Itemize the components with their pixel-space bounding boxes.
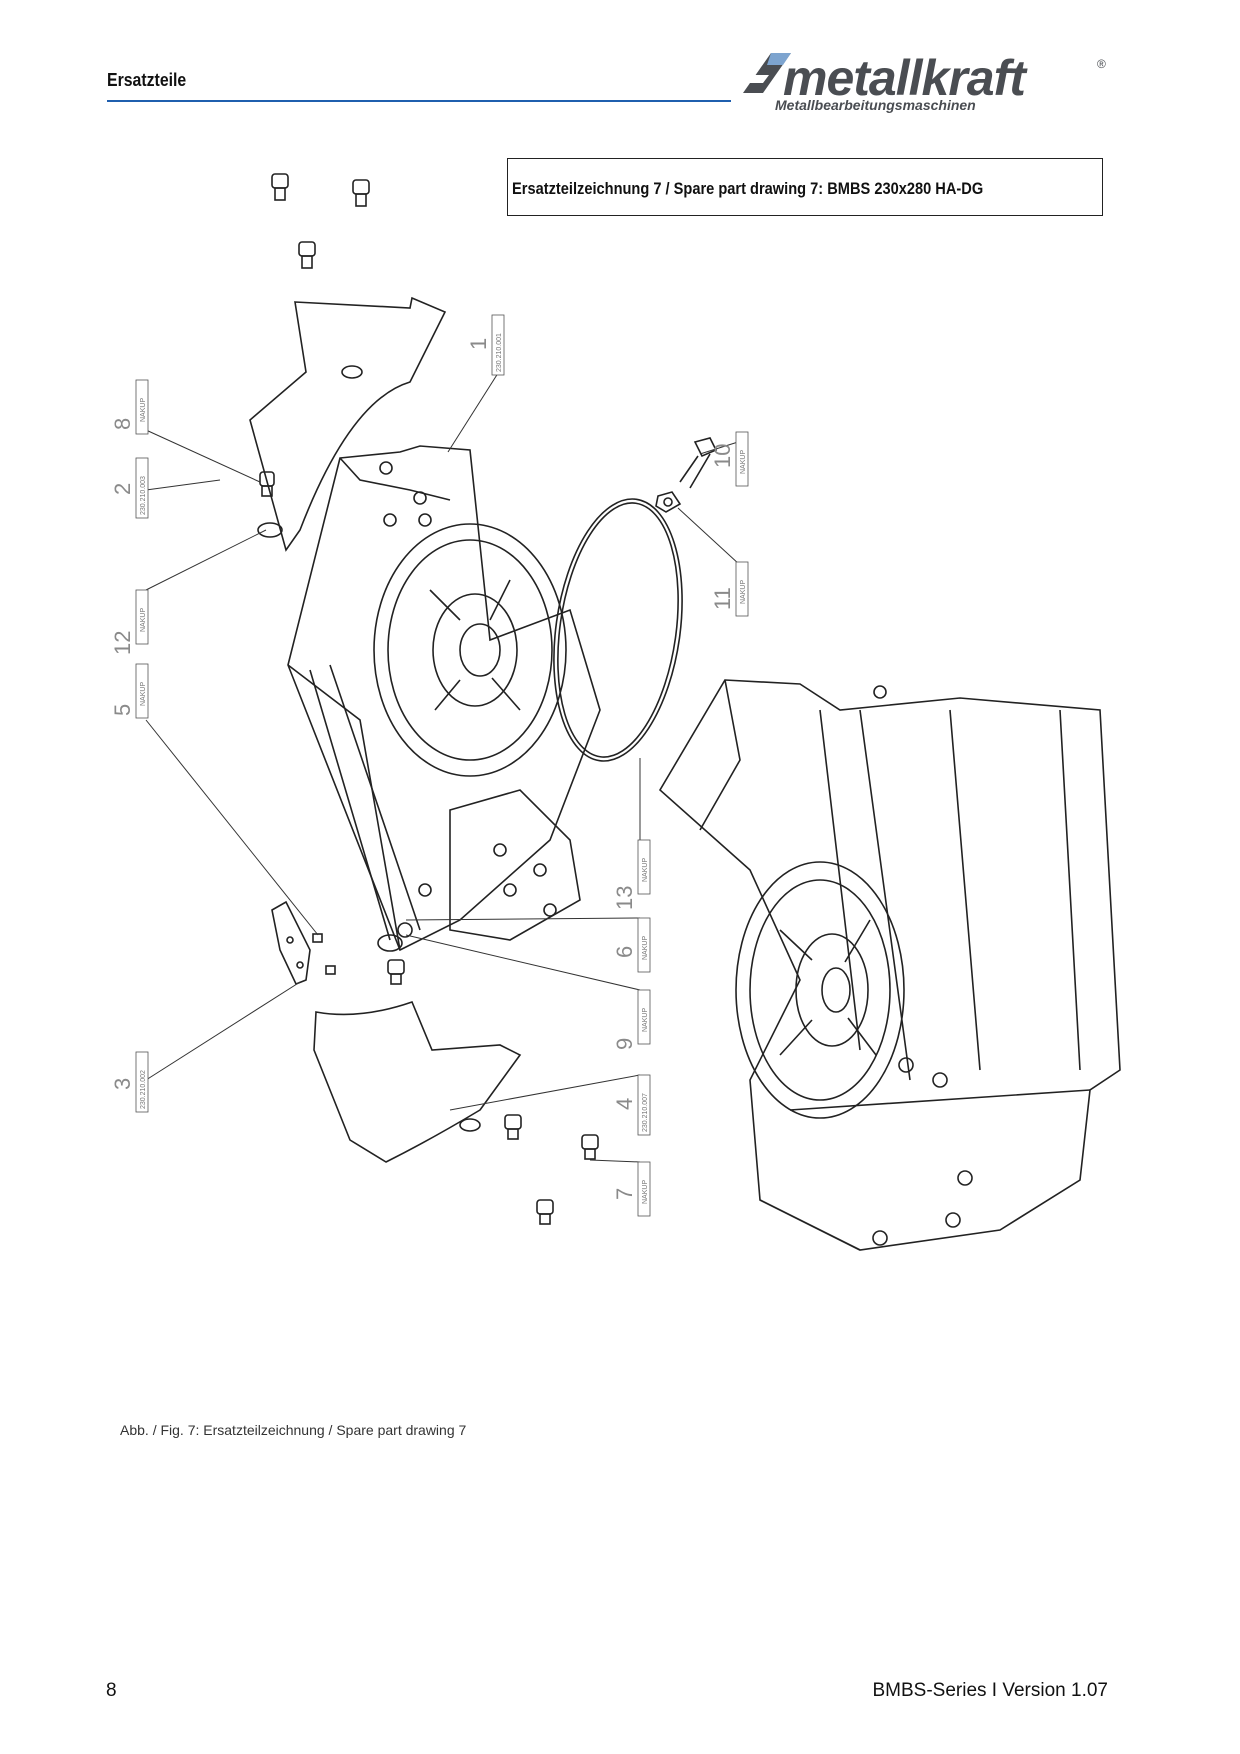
hex-bolt-icon	[679, 437, 718, 489]
callout-number: 1	[466, 338, 491, 350]
hex-nut-icon	[655, 491, 682, 513]
callout-code: NAKUP	[140, 608, 147, 632]
callout-1: 1 230.210.001	[466, 314, 505, 376]
callout-number: 2	[110, 483, 135, 495]
callout-code: NAKUP	[642, 1180, 649, 1204]
bolt-icon	[352, 179, 370, 207]
bracket-plate	[271, 900, 311, 986]
page-number: 8	[106, 1680, 117, 1701]
callout-4: 4 230.210.007	[612, 1074, 651, 1136]
callout-code: NAKUP	[740, 580, 747, 604]
logo-registered-mark: ®	[1097, 57, 1106, 71]
callout-number: 10	[710, 444, 735, 468]
section-title: Ersatzteile	[107, 70, 187, 90]
callout-9: 9 NAKUP	[612, 989, 651, 1050]
band-wheel-lower	[735, 861, 905, 1119]
callout-number: 11	[710, 587, 735, 610]
bolt-icon	[259, 471, 275, 497]
bolt-icon	[271, 173, 289, 201]
washer-icon	[257, 522, 283, 538]
exploded-parts-drawing: 1 230.210.001 2 230.210.003 3 230.210.00…	[110, 173, 1121, 1251]
callout-5: 5 NAKUP	[110, 663, 149, 719]
figure-caption: Abb. / Fig. 7: Ersatzteilzeichnung / Spa…	[120, 1422, 467, 1438]
callout-2: 2 230.210.003	[110, 457, 149, 519]
callout-8: 8 NAKUP	[110, 379, 149, 435]
band-wheel-upper	[373, 523, 567, 777]
brand-logo: metallkraft ® Metallbearbeitungsmaschine…	[735, 50, 1115, 117]
logo-wordmark: metallkraft	[783, 50, 1026, 106]
logo-subtitle: Metallbearbeitungsmaschinen	[775, 97, 976, 113]
bolt-icon	[536, 1199, 554, 1225]
callout-code: NAKUP	[740, 450, 747, 474]
callout-10: 10 NAKUP	[710, 431, 749, 487]
callout-number: 5	[110, 704, 135, 716]
assembled-frame	[658, 679, 1121, 1251]
callout-number: 8	[110, 418, 135, 430]
series-version: BMBS-Series I Version 1.07	[872, 1680, 1109, 1701]
callout-number: 4	[612, 1098, 637, 1110]
bolt-icon	[298, 241, 316, 269]
header-rule	[107, 100, 731, 102]
callout-number: 12	[110, 631, 135, 655]
callout-13: 13 NAKUP	[612, 839, 651, 910]
callout-code: 230.210.003	[140, 476, 147, 515]
lower-cover-plate	[313, 1000, 522, 1163]
bolt-icon	[504, 1114, 522, 1140]
saw-band-loop	[553, 498, 683, 762]
main-frame-body	[287, 445, 601, 952]
callout-number: 9	[612, 1038, 637, 1050]
callout-number: 13	[612, 886, 637, 910]
callout-code: 230.210.001	[496, 333, 503, 372]
callout-3: 3 230.210.002	[110, 1051, 149, 1113]
callout-code: NAKUP	[642, 858, 649, 882]
callout-code: 230.210.002	[140, 1070, 147, 1109]
callout-number: 3	[110, 1078, 135, 1090]
callout-11: 11 NAKUP	[710, 561, 749, 617]
logo-mark-icon	[743, 53, 791, 93]
callout-7: 7 NAKUP	[612, 1161, 651, 1217]
callout-code: NAKUP	[642, 1008, 649, 1032]
callout-code: NAKUP	[140, 398, 147, 422]
drawing-title: Ersatzteilzeichnung 7 / Spare part drawi…	[512, 179, 984, 198]
callout-code: 230.210.007	[642, 1093, 649, 1132]
bolt-icon	[581, 1134, 599, 1160]
callout-code: NAKUP	[140, 682, 147, 706]
drawing-title-box: Ersatzteilzeichnung 7 / Spare part drawi…	[507, 158, 1103, 216]
upper-cover-plate	[249, 296, 447, 552]
bolt-icon	[387, 959, 405, 985]
callout-number: 7	[612, 1188, 637, 1200]
callout-12: 12 NAKUP	[110, 589, 149, 655]
callout-6: 6 NAKUP	[612, 917, 651, 973]
callout-number: 6	[612, 946, 637, 958]
callout-code: NAKUP	[642, 936, 649, 960]
